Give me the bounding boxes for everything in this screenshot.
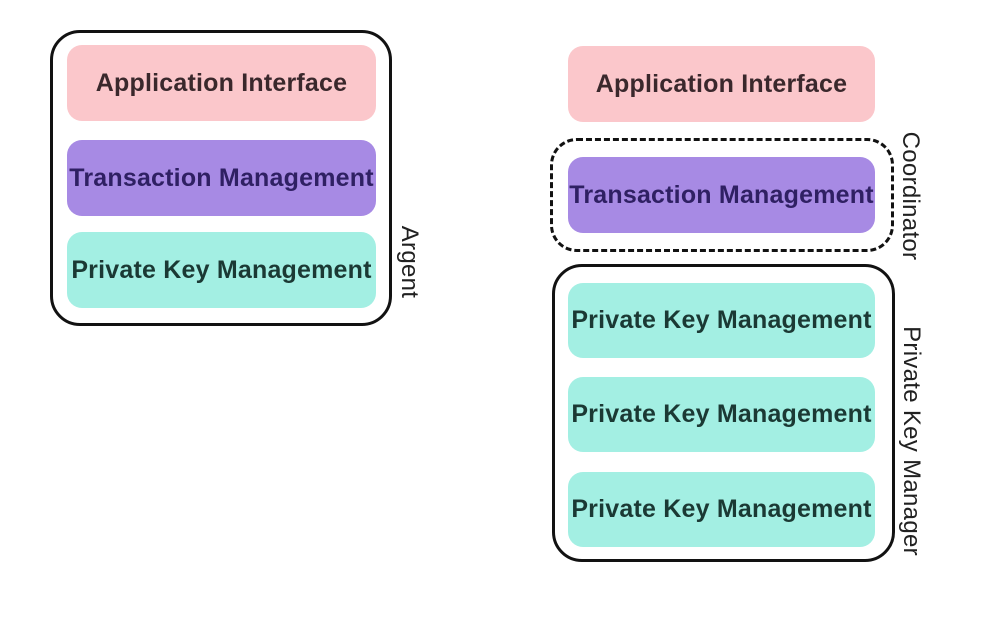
coordinator-group-label: Coordinator [897, 131, 924, 261]
left-private-key-management-label: Private Key Management [71, 255, 372, 284]
private-key-manager-group-label: Private Key Manager [898, 326, 925, 556]
left-application-interface-label: Application Interface [95, 68, 348, 97]
right-transaction-management-label: Transaction Management [569, 180, 874, 209]
left-transaction-management-box: Transaction Management [67, 140, 376, 216]
right-private-key-management-label-3: Private Key Management [571, 495, 872, 523]
right-transaction-management-box: Transaction Management [568, 157, 875, 233]
right-application-interface-label: Application Interface [595, 69, 848, 98]
right-private-key-management-label-1: Private Key Management [571, 306, 872, 334]
left-transaction-management-label: Transaction Management [69, 163, 374, 192]
right-private-key-management-label-2: Private Key Management [571, 400, 872, 428]
left-application-interface-box: Application Interface [67, 45, 376, 121]
right-private-key-management-box-1: Private Key Management [568, 283, 875, 358]
argent-group-label: Argent [396, 225, 423, 299]
right-application-interface-box: Application Interface [568, 46, 875, 122]
left-private-key-management-box: Private Key Management [67, 232, 376, 308]
right-private-key-management-box-3: Private Key Management [568, 472, 875, 547]
right-private-key-management-box-2: Private Key Management [568, 377, 875, 452]
